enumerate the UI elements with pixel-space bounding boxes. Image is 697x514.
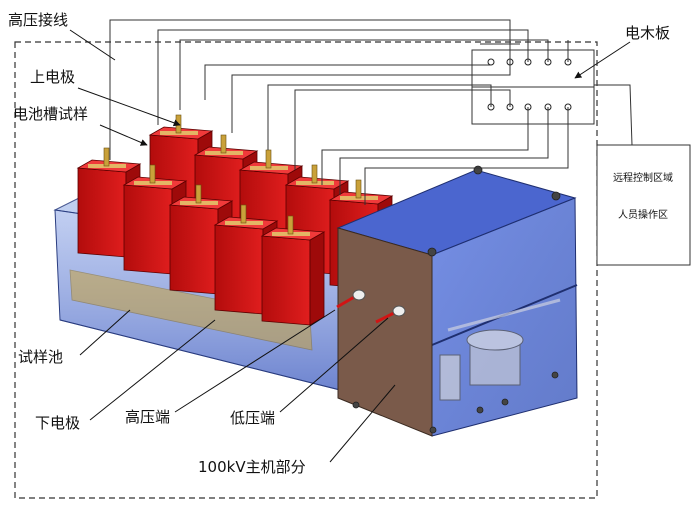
hv-terminal-connector	[336, 289, 366, 309]
label-lv-terminal: 低压端	[230, 317, 389, 427]
svg-text:下电极: 下电极	[35, 414, 80, 432]
svg-text:高压端: 高压端	[125, 408, 170, 426]
label-lower-electrode: 下电极	[35, 319, 216, 432]
main-unit-100kv	[336, 165, 578, 437]
upper-electrode-post	[195, 184, 202, 204]
label-cell-sample: 电池槽试样	[13, 105, 148, 146]
svg-text:电池槽试样: 电池槽试样	[13, 105, 88, 123]
label-upper-electrode: 上电极	[30, 68, 181, 127]
lv-terminal-connector	[375, 305, 406, 324]
control-cable	[594, 84, 633, 146]
upper-electrode-post	[240, 204, 247, 224]
svg-text:上电极: 上电极	[30, 68, 75, 86]
control-area-box: 远程控制区域 人员操作区	[596, 144, 691, 266]
label-main-unit: 100kV主机部分	[198, 384, 396, 476]
label-hv-terminal: 高压端	[125, 309, 336, 426]
svg-text:100kV主机部分: 100kV主机部分	[198, 458, 306, 476]
bakelite-board	[471, 43, 595, 125]
label-hv-wire: 高压接线	[8, 11, 116, 61]
svg-text:低压端: 低压端	[230, 409, 275, 427]
control-box-line2: 人员操作区	[618, 208, 668, 221]
upper-electrode-post	[220, 134, 227, 154]
label-test-tank: 试样池	[18, 309, 131, 366]
label-wood-board: 电木板	[574, 24, 670, 79]
upper-electrode-post	[355, 179, 362, 199]
internal-transformer	[439, 298, 561, 401]
hv-wiring	[109, 19, 569, 205]
upper-electrode-post	[287, 215, 294, 235]
upper-electrode-post	[149, 164, 156, 184]
upper-electrode-post	[311, 164, 318, 184]
svg-text:电木板: 电木板	[625, 24, 670, 42]
svg-text:试样池: 试样池	[18, 348, 63, 366]
control-box-line1: 远程控制区域	[613, 171, 673, 184]
upper-electrode-post	[103, 147, 110, 167]
test-area-boundary	[14, 41, 598, 499]
svg-text:高压接线: 高压接线	[8, 11, 68, 29]
upper-electrode-post	[265, 149, 272, 169]
battery-cell	[260, 215, 326, 326]
